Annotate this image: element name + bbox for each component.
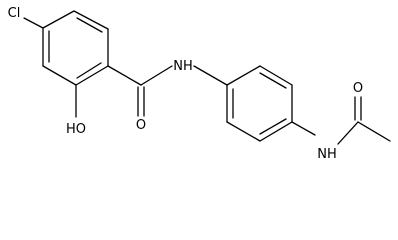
bond — [259, 121, 293, 142]
amide-nh-label: NH — [173, 59, 193, 74]
acetamide-nh-label: NH — [317, 147, 337, 162]
bond — [73, 10, 109, 30]
bond-ring-nh — [291, 121, 316, 136]
bond-carbonyl-methyl — [357, 121, 391, 142]
bond-c-cl — [23, 17, 44, 29]
bond — [226, 65, 261, 86]
hydroxyl-label: HO — [66, 122, 86, 137]
bond — [75, 65, 109, 86]
bond — [226, 121, 261, 142]
double-bond-inner — [76, 62, 102, 79]
bond — [259, 65, 293, 86]
bond-nh-carbonyl — [337, 121, 359, 145]
bond — [42, 10, 75, 29]
double-bond-inner — [76, 17, 103, 33]
phenylene-ring — [226, 65, 293, 142]
bond-carbonyl-nh — [140, 65, 173, 86]
bond-nh-ring — [193, 65, 228, 86]
carbonyl-oxygen-label: O — [136, 118, 146, 133]
chlorophenol-ring — [42, 10, 109, 86]
chemical-structure: Cl HO O NH NH O — [8, 6, 391, 162]
acetyl-oxygen-label: O — [353, 81, 363, 96]
chlorine-label: Cl — [8, 6, 21, 21]
double-bond-inner — [259, 72, 287, 89]
double-bond-inner — [259, 118, 287, 135]
bond-ring-carbonyl — [107, 65, 142, 86]
bond — [42, 65, 77, 86]
